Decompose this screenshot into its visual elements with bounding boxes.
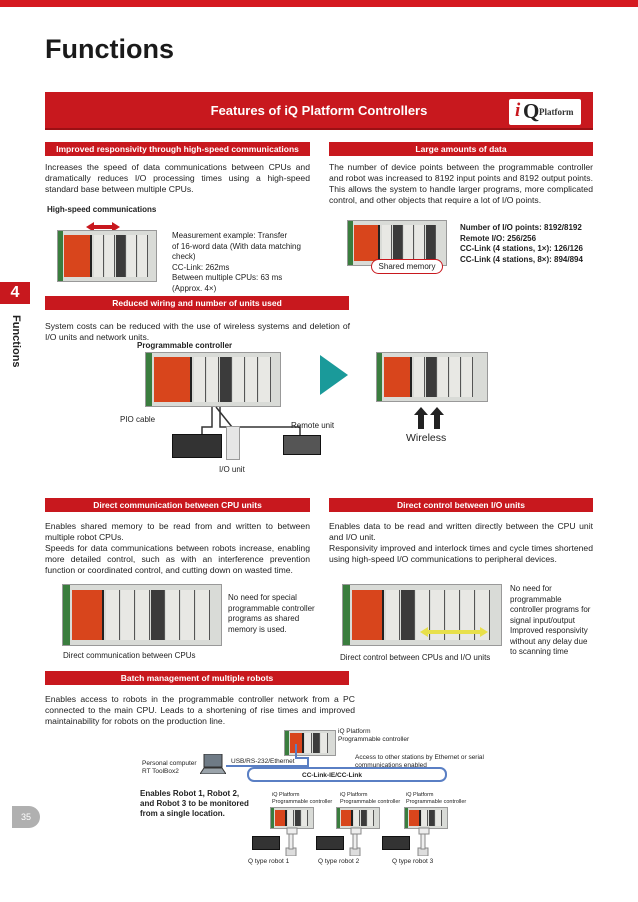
plc-image-1 [57,230,157,282]
access-note: Access to other stations by Ethernet or … [355,754,484,769]
laptop-icon [199,753,227,775]
io-unit-image [172,434,222,458]
section-body-responsivity: Increases the speed of data communicatio… [45,162,310,194]
plc-image-5 [62,584,222,646]
chapter-tab: 4 [0,282,30,304]
plc-image-4 [376,352,488,402]
wireless-arrows-icon [414,407,444,429]
section-body-io-control: Enables data to be read and written dire… [329,521,593,564]
pio-cable-label: PIO cable [120,415,156,424]
transition-arrow-icon [320,355,348,395]
io-module-image [226,426,240,460]
io-unit-label: I/O unit [219,465,245,474]
plc-image-6 [342,584,502,646]
page-number: 35 [12,806,40,828]
section-header-cpu-comm: Direct communication between CPU units [45,498,310,512]
remote-unit-image [283,435,321,455]
section-header-batch: Batch management of multiple robots [45,671,349,685]
usb-label: USB/RS-232/Ethernet [231,758,295,765]
robot-arm-1-icon [284,826,298,857]
io-direct-arrow-icon [420,624,488,637]
io-control-caption: Direct control between CPUs and I/O unit… [340,653,491,662]
robot-label-2: Q type robot 2 [318,858,360,865]
main-plc-image [284,730,336,756]
enables-note: Enables Robot 1, Robot 2,and Robot 3 to … [140,789,249,818]
wiring-lines [201,406,301,435]
station-plc-3 [404,807,448,829]
network-label: CC-Link-IE/CC-Link [302,772,362,779]
section-header-responsivity: Improved responsivity through high-speed… [45,142,310,156]
plc-image-2 [347,220,447,266]
section-body-cpu-comm: Enables shared memory to be read from an… [45,521,310,575]
section-body-data: The number of device points between the … [329,162,593,205]
section-header-io-control: Direct control between I/O units [329,498,593,512]
features-banner: Features of iQ Platform Controllers i Q … [45,92,593,130]
shared-memory-label: Shared memory [371,259,443,274]
network-lines [226,744,447,782]
bidirectional-arrow-icon [86,219,120,232]
robot-controller-1 [252,836,280,850]
robot-controller-2 [316,836,344,850]
banner-title: Features of iQ Platform Controllers [210,103,428,118]
page-title: Functions [45,34,174,64]
station-plc-2 [336,807,380,829]
robot-arm-2-icon [348,826,362,857]
section-header-wiring: Reduced wiring and number of units used [45,296,349,310]
robot-label-3: Q type robot 3 [392,858,434,865]
section-body-wiring: System costs can be reduced with the use… [45,321,350,342]
station-plc-1 [270,807,314,829]
plc-label: Programmable controller [137,341,233,350]
chapter-label: Functions [10,315,22,368]
robot-controller-3 [382,836,410,850]
remote-unit-label: Remote unit [291,421,335,430]
robot-arm-3-icon [416,826,430,857]
figure-label-highspeed: High-speed communications [47,205,157,214]
wireless-label: Wireless [406,432,447,444]
robot-label-1: Q type robot 1 [248,858,290,865]
cpu-comm-caption: Direct communication between CPUs [63,651,196,660]
iq-platform-logo: i Q Platform [509,99,581,125]
section-body-batch: Enables access to robots in the programm… [45,694,355,726]
section-header-data: Large amounts of data [329,142,593,156]
plc-image-3 [145,352,281,407]
top-accent-bar [0,0,638,7]
